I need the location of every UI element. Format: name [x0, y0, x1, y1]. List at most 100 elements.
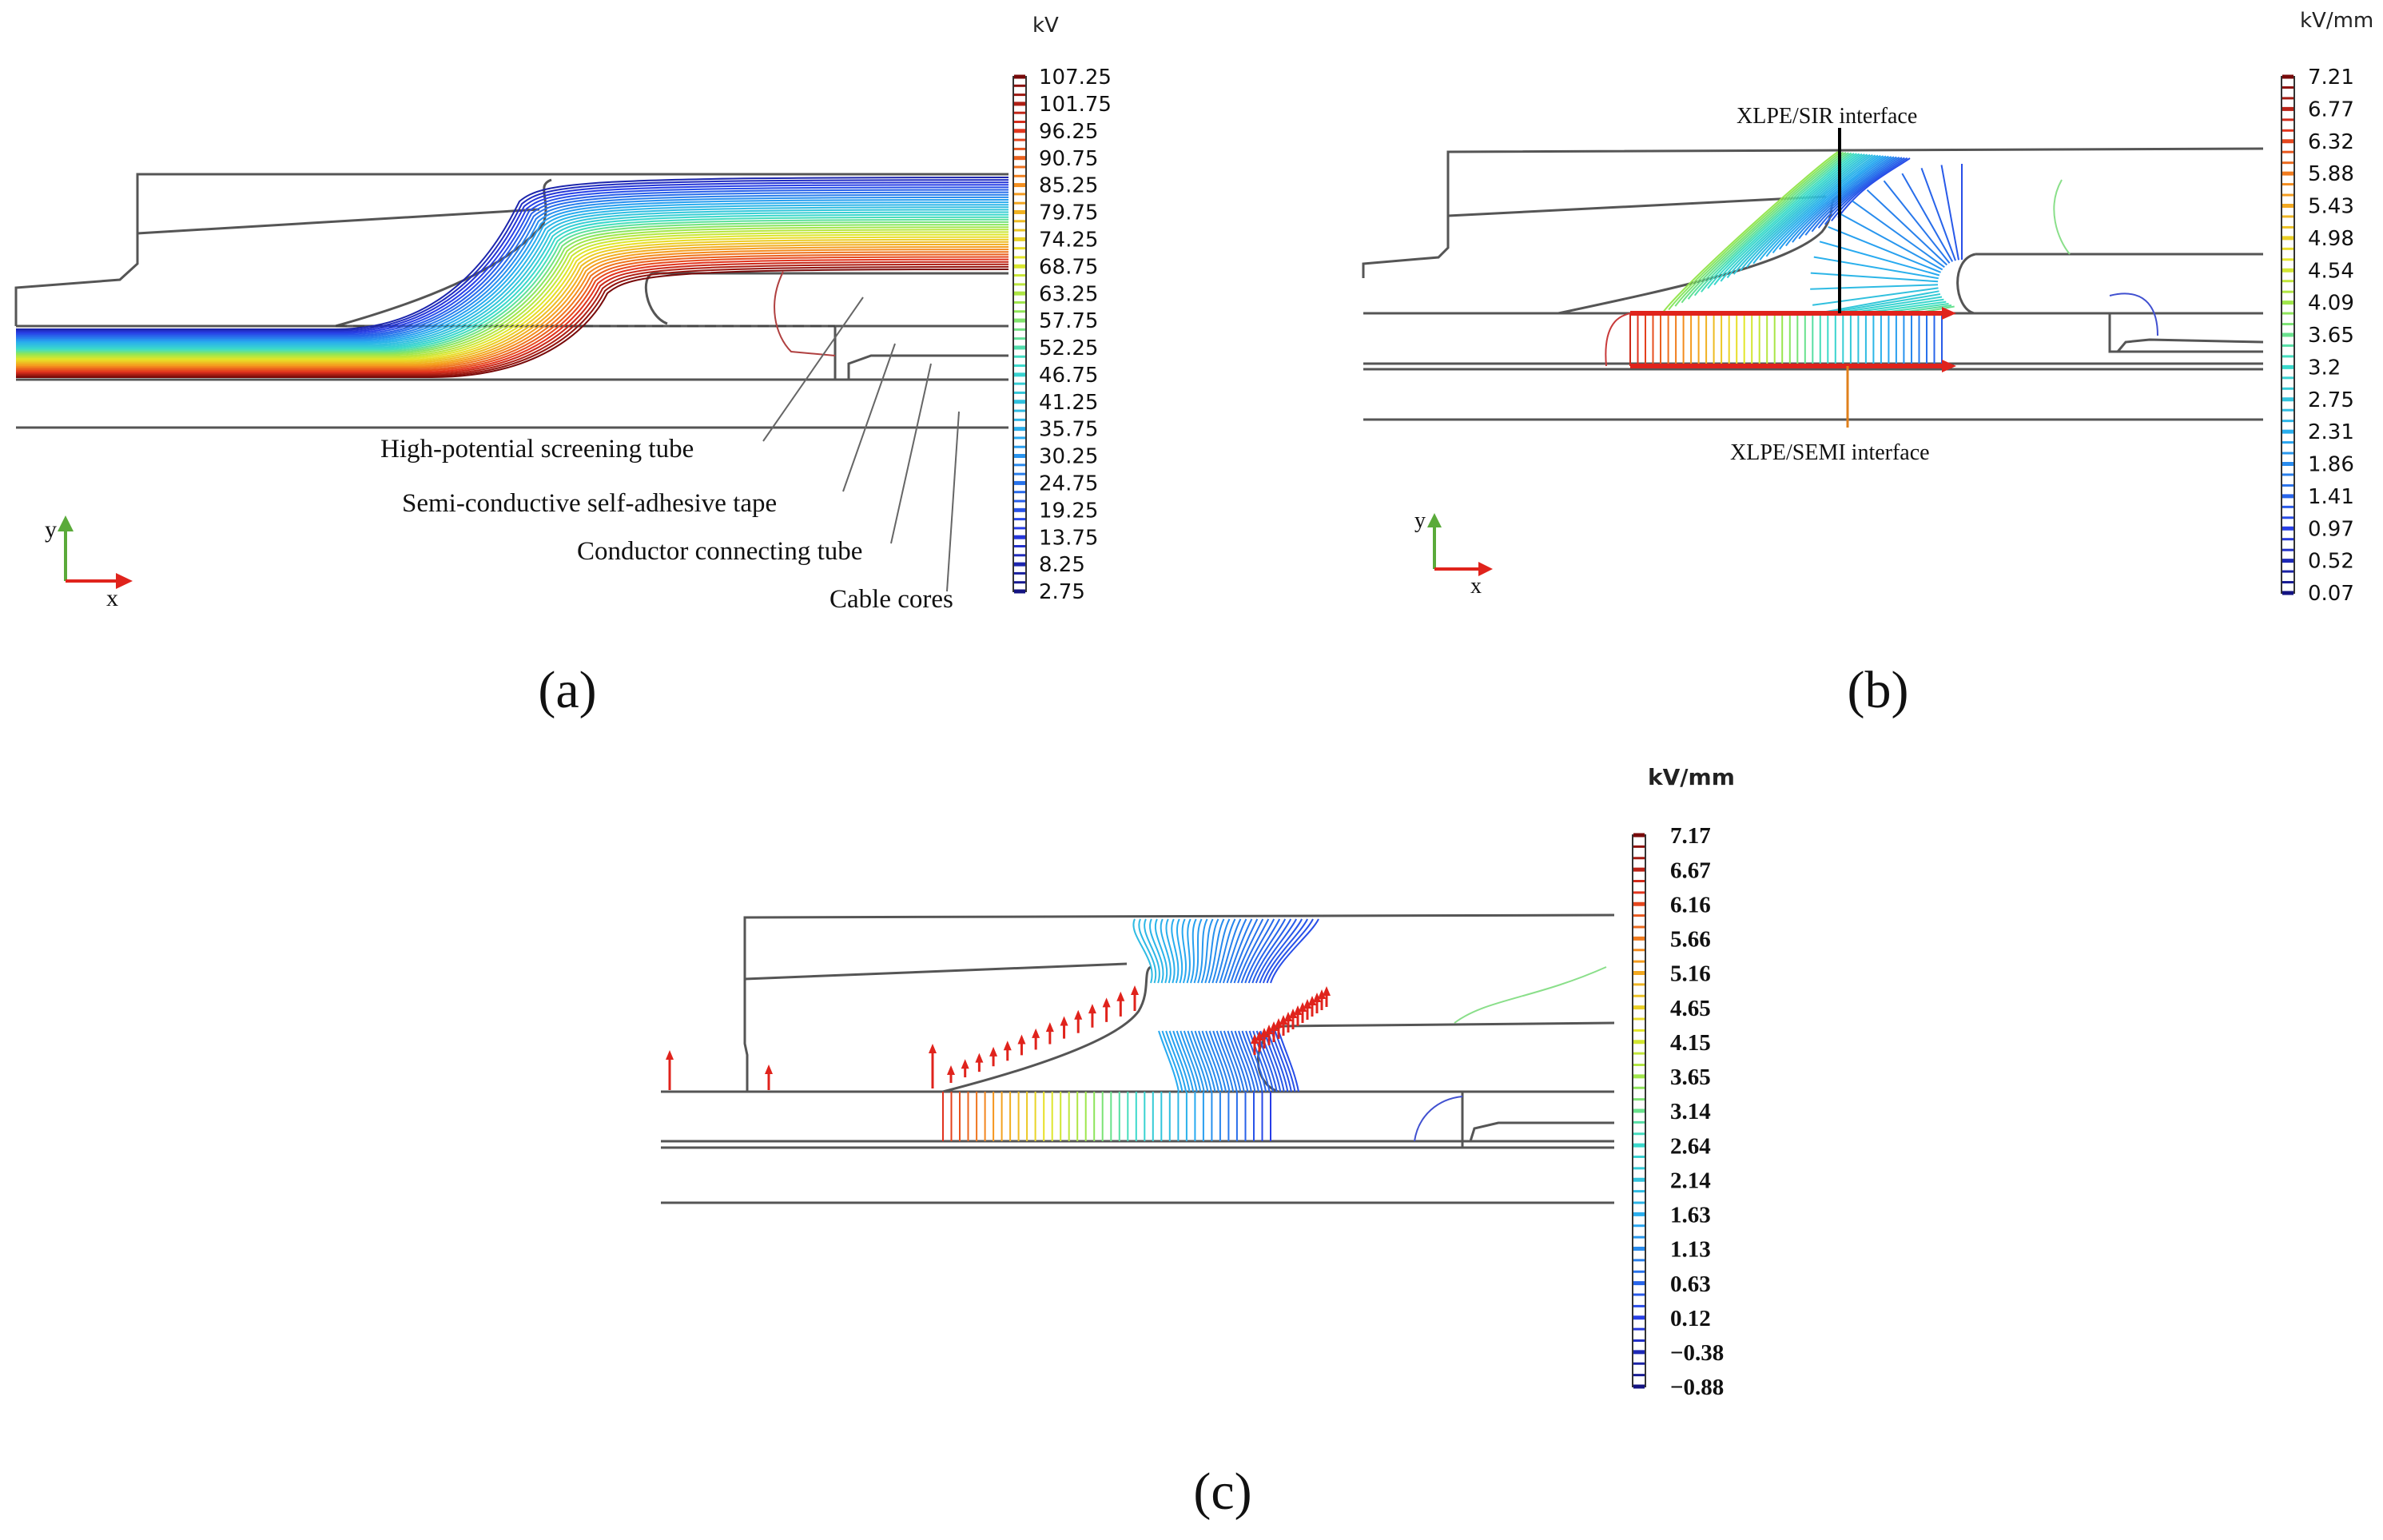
field-line [1207, 918, 1225, 984]
field-line [1733, 153, 1868, 275]
equipotential-line [16, 186, 1009, 336]
field-line [1687, 152, 1849, 300]
field-line [1197, 918, 1208, 984]
legend-label: 0.63 [1670, 1271, 1711, 1297]
field-line [1222, 918, 1247, 984]
field-lines-c [942, 918, 1607, 1142]
field-line [1244, 918, 1281, 984]
field-arrow-head [929, 1044, 937, 1053]
field-line [1772, 155, 1884, 254]
legend-label: 30.25 [1039, 445, 1098, 469]
legend-label: 1.86 [2308, 453, 2354, 477]
legend-b: 7.216.776.325.885.434.984.544.093.653.22… [2281, 66, 2354, 606]
field-line [1144, 918, 1160, 984]
legend-label: 107.25 [1039, 66, 1112, 90]
equipotential-line [16, 181, 1009, 333]
equipotential-line [16, 184, 1009, 334]
electrode-outline-a [644, 272, 668, 325]
field-arrow-head [1045, 1022, 1054, 1033]
field-line [1668, 151, 1841, 311]
field-line [1160, 918, 1172, 984]
field-line [1835, 296, 1943, 314]
equipotential-line [16, 179, 1009, 332]
field-line [1194, 1030, 1216, 1092]
field-arrow-head [1323, 986, 1331, 996]
equipotential-line [16, 258, 1009, 373]
legend-label: 1.41 [2308, 485, 2354, 509]
equipotential-line [16, 221, 1009, 354]
equipotential-line [16, 199, 1009, 342]
legend-a: 107.25101.7596.2590.7585.2579.7574.2568.… [1012, 66, 1112, 604]
equipotential-line [16, 209, 1009, 348]
axis-triad-a: y x [45, 515, 133, 611]
equipotential-line [16, 251, 1009, 369]
legend-label: 63.25 [1039, 282, 1098, 306]
field-line [1883, 180, 1951, 264]
field-arrow-head [1279, 1015, 1287, 1025]
equipotential-line [16, 236, 1009, 361]
legend-label: 2.75 [2308, 388, 2354, 412]
field-line [1752, 154, 1876, 265]
field-line [1165, 1030, 1188, 1092]
equipotential-line [16, 204, 1009, 344]
legend-bar [1012, 76, 1027, 592]
equipotential-line [16, 269, 1009, 378]
equipotential-line [16, 256, 1009, 372]
field-line [1852, 200, 1945, 269]
field-arrow-head [1284, 1012, 1292, 1021]
field-arrow-head [1102, 997, 1111, 1008]
field-line [1817, 290, 1939, 314]
field-line [1278, 1030, 1299, 1092]
field-line [1200, 918, 1214, 984]
panel-a: High-potential screening tube Semi-condu… [14, 14, 1112, 719]
field-line [1132, 918, 1153, 984]
legend-label: 79.75 [1039, 201, 1098, 225]
equipotential-line [16, 211, 1009, 348]
field-line [1219, 918, 1242, 984]
field-line [1168, 1030, 1191, 1092]
field-line [1739, 153, 1871, 272]
field-line [1920, 168, 1956, 261]
field-line [1813, 256, 1939, 280]
legend-label: 1.63 [1670, 1203, 1711, 1228]
equipotential-line [16, 243, 1009, 365]
legend-c: 7.176.676.165.665.164.654.153.653.142.64… [1632, 823, 1724, 1400]
field-arrow-head [1074, 1009, 1083, 1020]
equipotential-line [16, 238, 1009, 363]
field-line [1828, 225, 1941, 273]
label-xlpe-sir: XLPE/SIR interface [1737, 104, 1917, 129]
legend-unit-a: kV [1032, 14, 1059, 38]
field-line [1812, 287, 1939, 306]
field-line [1713, 153, 1860, 286]
label-semi-tape: Semi-conductive self-adhesive tape [402, 489, 777, 518]
legend-label: 52.25 [1039, 336, 1098, 360]
cable-geometry-c [661, 913, 1615, 1204]
field-line [1183, 1030, 1205, 1092]
field-line [1270, 918, 1319, 984]
legend-label: 0.12 [1670, 1306, 1711, 1331]
field-line [1138, 918, 1157, 984]
legend-label: 13.75 [1039, 526, 1098, 550]
label-pointers-a [762, 296, 960, 592]
field-arrow-head [1251, 1034, 1259, 1044]
legend-label: 0.07 [2308, 582, 2354, 606]
equipotential-line [16, 263, 1009, 376]
field-line [1233, 918, 1264, 984]
field-arrow-head [1270, 1021, 1278, 1031]
field-arrow-head [1313, 993, 1321, 1002]
legend-label: −0.38 [1670, 1340, 1724, 1366]
field-arrow-head [1116, 991, 1125, 1001]
field-line [1230, 918, 1259, 984]
field-arrow-head [1260, 1028, 1268, 1037]
field-line [1263, 1030, 1285, 1092]
legend-label: 0.52 [2308, 550, 2354, 574]
field-line [1234, 1030, 1256, 1092]
field-arrow-head [1017, 1034, 1026, 1045]
equipotential-line [16, 229, 1009, 358]
caption-b: (b) [1848, 661, 1909, 719]
legend-unit-c: kV/mm [1648, 764, 1735, 790]
legend-label: 7.21 [2308, 66, 2354, 90]
field-line [1215, 918, 1236, 984]
equipotential-line [16, 249, 1009, 368]
